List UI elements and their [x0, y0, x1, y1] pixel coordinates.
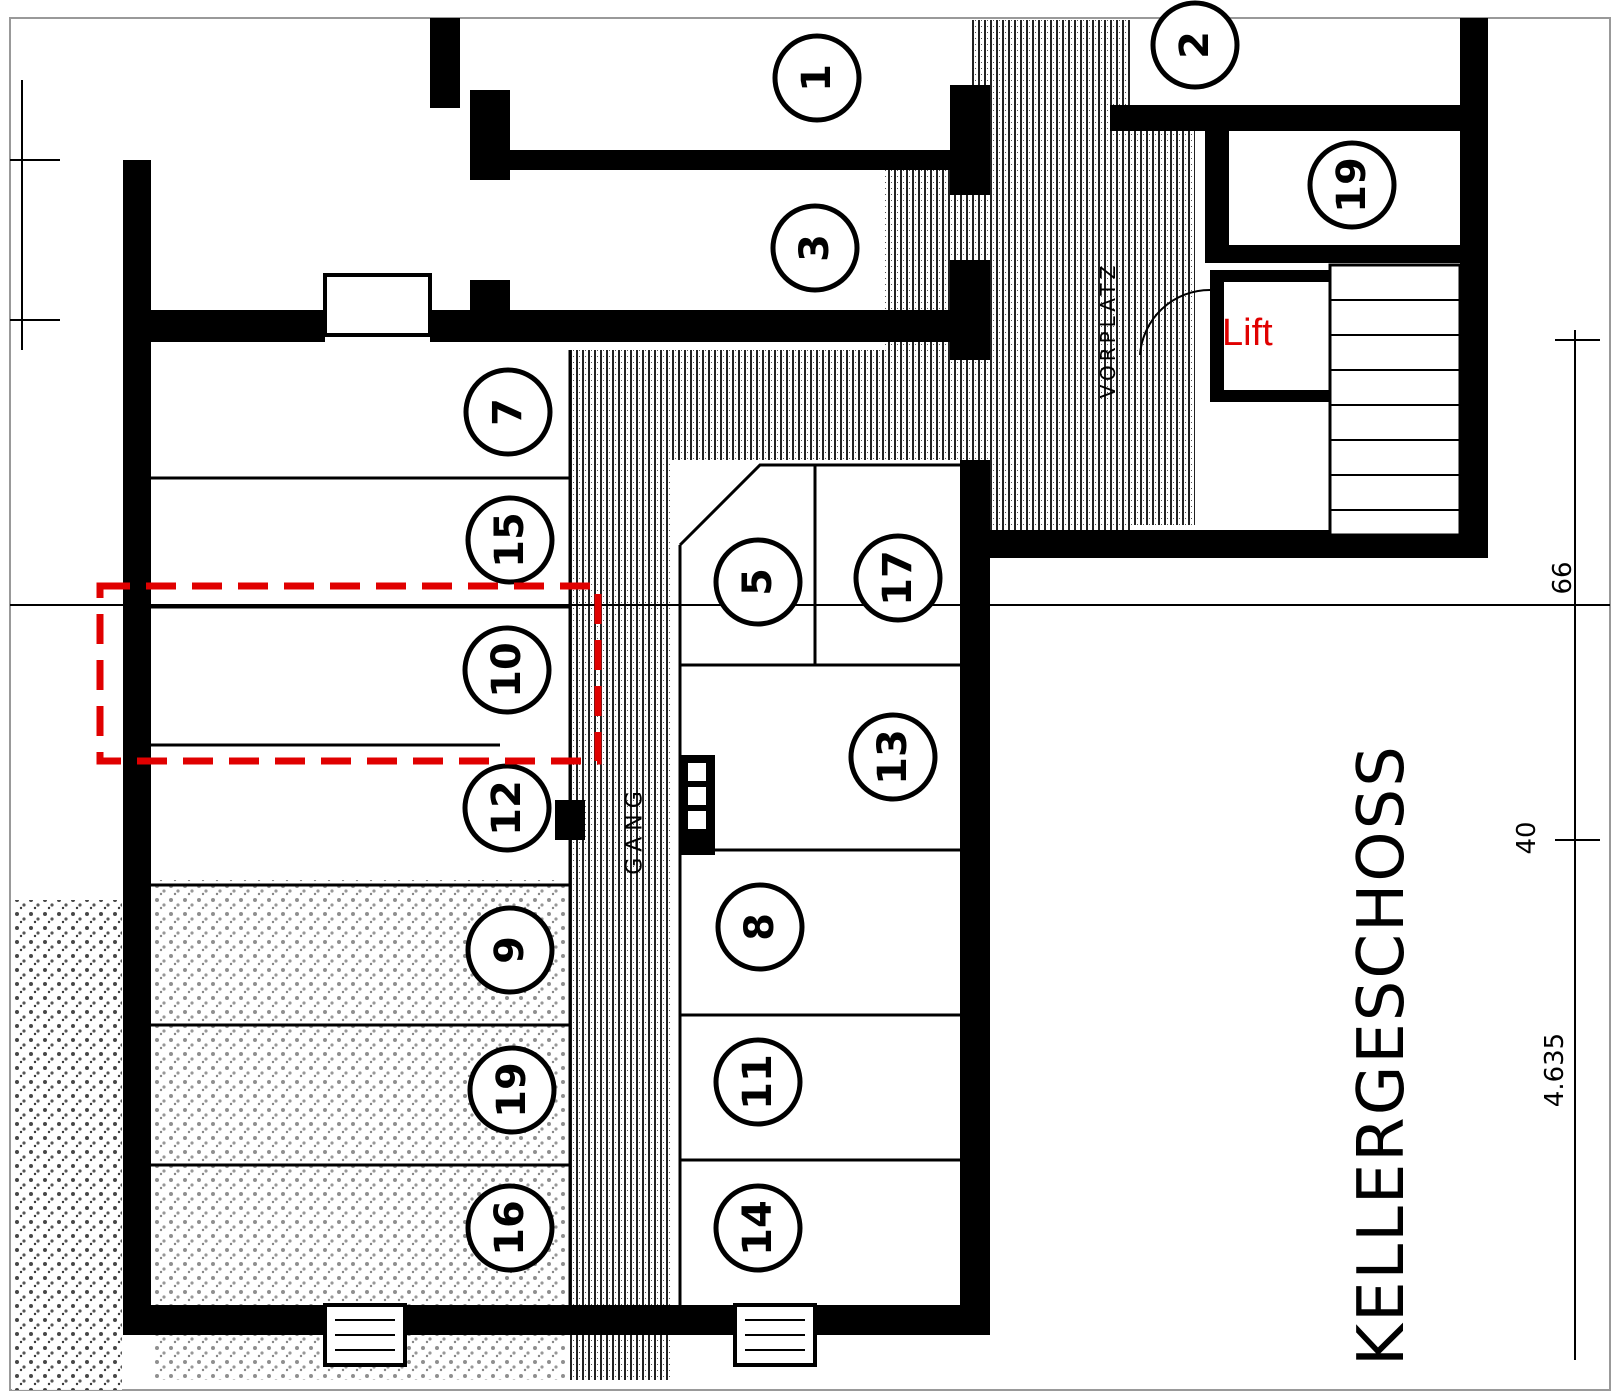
dim-66: 66 — [1548, 561, 1578, 594]
svg-text:14: 14 — [735, 1200, 781, 1256]
frame — [9, 17, 1611, 1391]
room-5: 5 — [713, 537, 803, 627]
room-14: 14 — [713, 1183, 803, 1273]
wall-bottom-mid — [405, 1305, 735, 1335]
room-9: 9 — [465, 905, 555, 995]
svg-text:2: 2 — [1172, 31, 1218, 59]
svg-text:17: 17 — [875, 550, 921, 606]
lift-label: Lift — [1222, 312, 1273, 354]
hall-vorplatz — [970, 20, 1130, 540]
room-7: 7 — [463, 367, 553, 457]
svg-text:10: 10 — [484, 642, 530, 698]
svg-text:9: 9 — [487, 936, 533, 964]
room-17: 17 — [853, 533, 943, 623]
corridor-gang — [570, 350, 670, 1380]
wall-room3-top — [490, 150, 960, 170]
wall-room19-left — [1205, 130, 1229, 260]
svg-text:12: 12 — [484, 780, 530, 836]
wall-room19-bot — [1205, 245, 1465, 263]
floor-title: KELLERGESCHOSS — [1345, 744, 1419, 1366]
wall-lift — [1210, 270, 1224, 400]
steps-top — [323, 273, 432, 337]
room-1: 1 — [772, 33, 862, 123]
svg-text:1: 1 — [794, 64, 840, 92]
room-19-lower: 19 — [467, 1045, 557, 1135]
corridor-label: GANG — [623, 785, 648, 875]
wall-top-upper — [430, 18, 460, 108]
wall-room2-bot — [1110, 105, 1470, 131]
wall-top-row — [430, 310, 990, 342]
wall-top-left — [150, 310, 325, 342]
room-11: 11 — [713, 1037, 803, 1127]
svg-text:8: 8 — [737, 913, 783, 941]
wall-far-right — [1460, 18, 1488, 558]
hall-label: VORPLATZ — [1096, 262, 1120, 399]
wall-bottom-left — [123, 1305, 333, 1335]
svg-text:15: 15 — [487, 512, 533, 568]
room-16: 16 — [465, 1183, 555, 1273]
hall-vorplatz-3 — [1125, 105, 1195, 525]
wall-mid-vert2 — [950, 260, 990, 360]
svg-text:7: 7 — [485, 398, 531, 426]
wall-right-lower — [960, 460, 990, 1335]
highlight-room-10 — [96, 582, 602, 765]
wall-lift-top — [1210, 270, 1330, 282]
wall-mid-vert — [950, 85, 990, 195]
room-10: 10 — [462, 625, 552, 715]
chimney-block — [555, 800, 585, 840]
room-8: 8 — [715, 882, 805, 972]
svg-text:16: 16 — [487, 1200, 533, 1256]
dim-40: 40 — [1512, 821, 1542, 854]
svg-text:5: 5 — [735, 568, 781, 596]
room-19-upper: 19 — [1307, 140, 1397, 230]
corridor-top — [570, 350, 970, 460]
svg-text:11: 11 — [735, 1054, 781, 1110]
room-12: 12 — [462, 763, 552, 853]
room-3: 3 — [770, 203, 860, 293]
room-13: 13 — [848, 712, 938, 802]
wall-room3-left2 — [470, 280, 510, 340]
stairs-right — [1328, 263, 1462, 537]
dim-4635: 4.635 — [1540, 1033, 1570, 1107]
room-2: 2 — [1150, 0, 1240, 90]
svg-text:19: 19 — [489, 1062, 535, 1118]
wall-left — [123, 160, 151, 1330]
svg-text:3: 3 — [792, 234, 838, 262]
svg-text:19: 19 — [1329, 157, 1375, 213]
svg-text:13: 13 — [870, 729, 916, 785]
scan-noise — [12, 900, 122, 1390]
wall-lift-bot — [1210, 390, 1330, 402]
room-15: 15 — [465, 495, 555, 585]
